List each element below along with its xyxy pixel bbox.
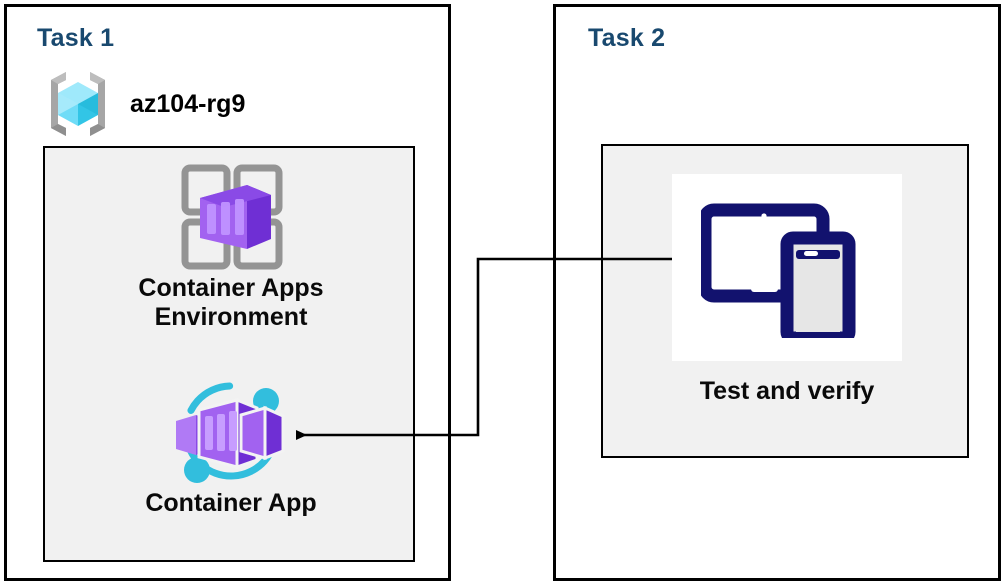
resource-group-row: az104-rg9 [40, 66, 245, 142]
devices-test-icon-frame [672, 174, 902, 361]
container-app-label: Container App [145, 489, 317, 517]
node-container-apps-environment: Container Apps Environment [45, 162, 417, 332]
container-app-icon [159, 375, 303, 489]
container-apps-environment-label: Container Apps Environment [138, 274, 324, 331]
azure-resource-group-icon [40, 66, 116, 142]
devices-test-icon [701, 198, 873, 338]
test-and-verify-box: Test and verify [601, 144, 969, 458]
task-1-title: Task 1 [37, 24, 115, 52]
container-apps-environment-icon [171, 162, 291, 274]
task-2-panel: Task 2 [553, 4, 1001, 581]
container-apps-environment-box: Container Apps Environment [43, 146, 415, 562]
test-and-verify-label: Test and verify [699, 377, 875, 405]
task-1-panel: Task 1 [4, 4, 451, 581]
node-container-app: Container App [45, 375, 417, 518]
task-2-title: Task 2 [588, 24, 666, 52]
resource-group-label: az104-rg9 [130, 89, 246, 118]
node-test-and-verify: Test and verify [603, 174, 971, 406]
